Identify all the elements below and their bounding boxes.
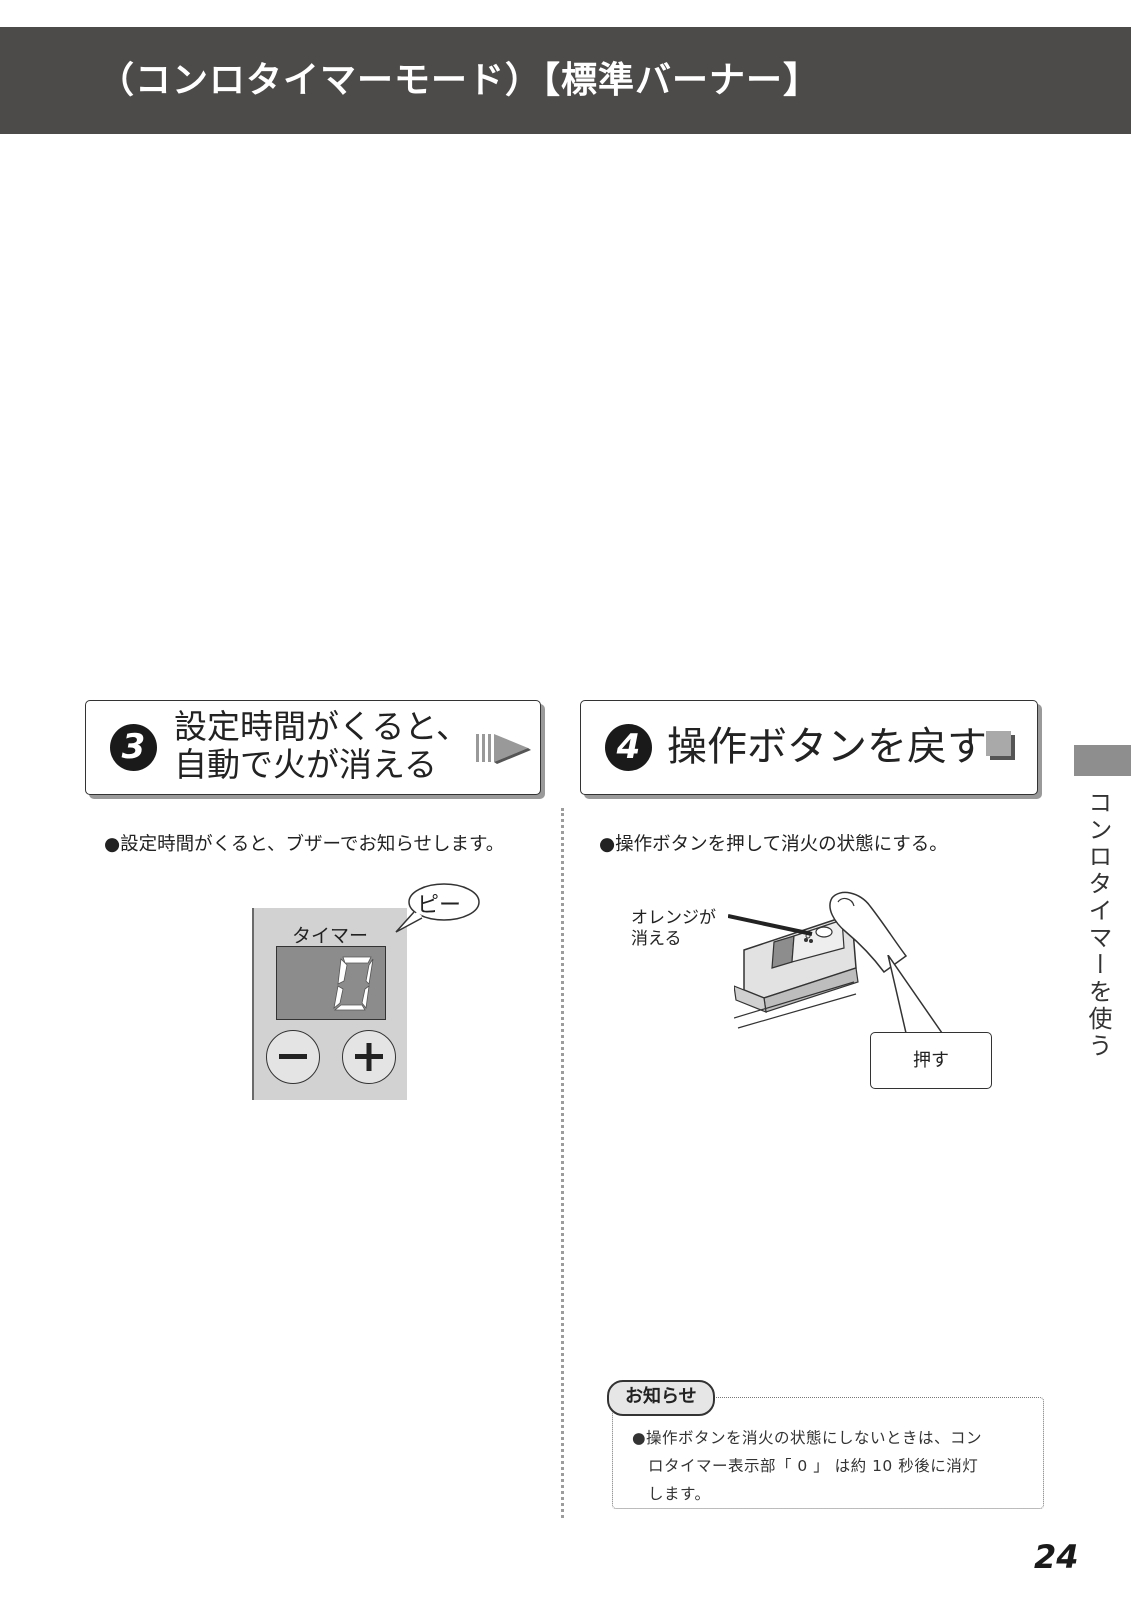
buzzer-sound-text: ピー: [417, 893, 462, 918]
minus-button[interactable]: [266, 1030, 320, 1084]
page-header: （コンロタイマーモード）【標準バーナー】: [0, 27, 1131, 134]
timer-panel: タイマー: [252, 908, 407, 1100]
timer-label: タイマー: [292, 925, 369, 947]
step4-number: 4: [605, 724, 652, 771]
notice-line-3: します。: [648, 1485, 711, 1503]
end-square-icon: [986, 731, 1011, 756]
plus-button[interactable]: [342, 1030, 396, 1084]
notice-line-2: ロタイマー表示部「 0 」 は約 10 秒後に消灯: [648, 1457, 979, 1475]
step3-bullet: ●設定時間がくると、ブザーでお知らせします。: [104, 834, 505, 855]
control-knob-illustration: [734, 891, 908, 1029]
step4-heading: 4 操作ボタンを戻す: [580, 700, 1038, 795]
page-number: 24: [1034, 1538, 1079, 1576]
callout-line: [728, 914, 813, 936]
side-tab-label: コンロタイマーを使う: [1084, 790, 1112, 1060]
step3-number: 3: [110, 724, 157, 771]
timer-digit-zero: [333, 956, 374, 1011]
notice-line-1: ●操作ボタンを消火の状態にしないときは、コン: [632, 1429, 983, 1447]
timer-display: [276, 946, 386, 1020]
press-pointer: [887, 955, 944, 1034]
press-label: 押す: [913, 1050, 949, 1071]
orange-callout-line2: 消える: [631, 929, 682, 949]
plus-icon: [355, 1043, 383, 1071]
orange-callout-label: オレンジが 消える: [631, 908, 716, 950]
column-divider: [561, 808, 564, 1518]
next-arrow-icon: [476, 734, 531, 764]
side-tab-marker: [1074, 745, 1131, 776]
step3-title-line1: 設定時間がくると、: [174, 707, 470, 746]
step4-bullet: ●操作ボタンを押して消火の状態にする。: [599, 834, 948, 855]
orange-callout-line1: オレンジが: [631, 908, 716, 928]
notice-tag: お知らせ: [607, 1380, 715, 1416]
page-title: （コンロタイマーモード）【標準バーナー】: [98, 60, 821, 101]
speech-bubble-icon: [395, 883, 480, 933]
minus-icon: [279, 1054, 307, 1059]
step3-title: 設定時間がくると、 自動で火が消える: [174, 708, 469, 784]
press-callout: 押す: [870, 1032, 992, 1089]
step3-title-line2: 自動で火が消える: [174, 745, 438, 784]
notice-text: ●操作ボタンを消火の状態にしないときは、コン ロタイマー表示部「 0 」 は約 …: [632, 1424, 1027, 1508]
step4-title: 操作ボタンを戻す: [667, 724, 987, 770]
step3-heading: 3 設定時間がくると、 自動で火が消える: [85, 700, 541, 795]
notice-box: [612, 1397, 1044, 1509]
